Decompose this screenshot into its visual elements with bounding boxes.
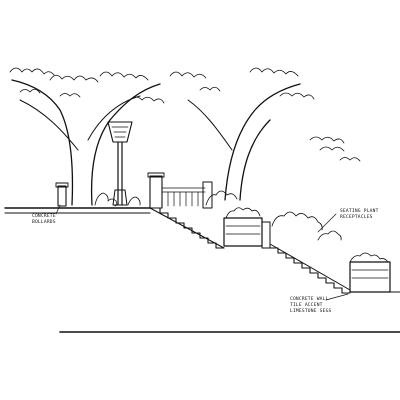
left-tree: [9, 67, 165, 206]
lamp-post: [107, 121, 133, 206]
concrete-bollard: [55, 182, 69, 207]
svg-text:RECEPTACLES: RECEPTACLES: [340, 214, 373, 220]
svg-text:BOLLARDS: BOLLARDS: [32, 219, 56, 225]
right-tree: [169, 67, 315, 201]
label-materials: CONCRETE WALL TILE ACCENT LIMESTONE SEGS: [290, 296, 332, 314]
label-concrete-bollards: CONCRETE BOLLARDS: [32, 213, 56, 225]
leader-lines: [55, 204, 349, 301]
upper-stair-flight: [149, 207, 225, 249]
label-seating-plant-receptacles: SEATING PLANT RECEPTACLES: [340, 208, 379, 220]
lower-planter: [349, 252, 400, 293]
svg-text:CONCRETE: CONCRETE: [32, 213, 56, 219]
svg-text:LIMESTONE SEGS: LIMESTONE SEGS: [290, 308, 332, 314]
balustrade: [147, 172, 213, 209]
lower-stair-flight: [269, 243, 351, 294]
svg-text:CONCRETE WALL: CONCRETE WALL: [290, 296, 329, 302]
svg-text:TILE ACCENT: TILE ACCENT: [290, 302, 323, 308]
left-shrubs: [94, 192, 141, 207]
middle-planter: [205, 190, 271, 249]
upper-terrace: [4, 207, 151, 214]
svg-text:SEATING PLANT: SEATING PLANT: [340, 208, 379, 214]
right-shrubs: [271, 136, 361, 241]
